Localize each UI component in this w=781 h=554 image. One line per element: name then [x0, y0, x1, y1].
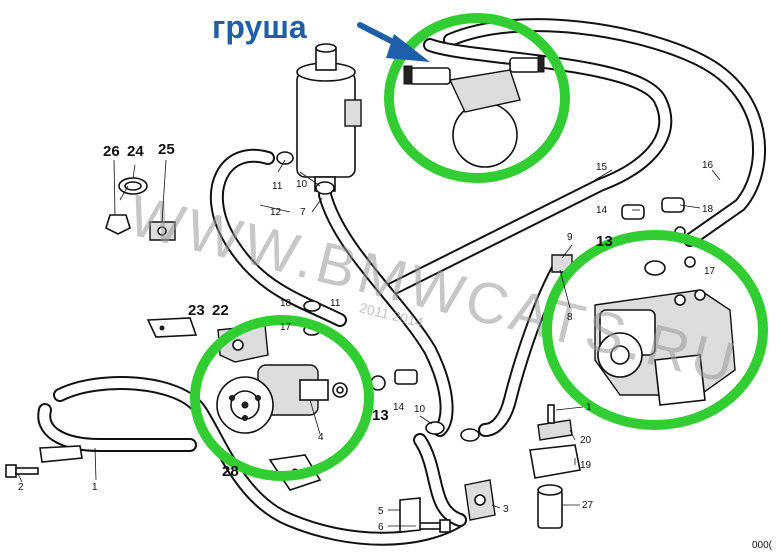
- callout-13b: 13: [372, 407, 389, 424]
- callout-15: 15: [596, 162, 608, 173]
- callout-labels: 11 10 12 7 15 16 14 18 9 13 17 8 26 24 2…: [18, 141, 716, 533]
- callout-23: 23: [188, 302, 205, 319]
- callout-22: 22: [212, 302, 229, 319]
- hose-network: [37, 18, 767, 546]
- callout-14b: 14: [393, 402, 405, 413]
- callout-10: 10: [296, 179, 308, 190]
- callout-11: 11: [272, 181, 283, 192]
- hose-clamps: [105, 177, 176, 241]
- callout-26: 26: [103, 143, 120, 160]
- hardware-fasteners: [5, 151, 581, 533]
- callout-20: 20: [580, 435, 592, 446]
- mount-bracket: [146, 317, 198, 338]
- callout-3: 3: [503, 504, 509, 515]
- callout-14: 14: [596, 205, 608, 216]
- callout-6: 6: [378, 522, 384, 533]
- callout-17: 17: [704, 266, 716, 277]
- callout-4: 4: [318, 432, 324, 443]
- power-steering-pump: [216, 364, 348, 434]
- highlight-ring-pump: [190, 315, 374, 481]
- oil-reservoir: [296, 43, 362, 192]
- callout-10b: 10: [414, 404, 426, 415]
- steering-gearbox: [594, 289, 736, 406]
- callout-12: 12: [270, 207, 282, 218]
- callout-18b: 18: [280, 298, 292, 309]
- callout-16: 16: [702, 160, 714, 171]
- callout-27: 27: [582, 500, 594, 511]
- annotation-arrow: [357, 22, 430, 62]
- callout-13: 13: [596, 233, 613, 250]
- callout-9: 9: [567, 232, 573, 243]
- highlight-ring-gearbox: [542, 230, 768, 430]
- callout-25: 25: [158, 141, 175, 158]
- callout-8: 8: [567, 312, 573, 323]
- callout-19: 19: [580, 460, 592, 471]
- leader-lines: [17, 159, 721, 527]
- pressure-accumulator: [403, 55, 545, 168]
- annotation-title: груша: [212, 9, 307, 45]
- highlight-ring-accumulator: [384, 13, 570, 183]
- callout-2: 2: [18, 482, 24, 493]
- corner-code: 000(: [752, 540, 773, 551]
- callout-17b: 17: [280, 322, 292, 333]
- callout-28: 28: [222, 463, 239, 480]
- callout-24: 24: [127, 143, 144, 160]
- callout-1: 1: [92, 482, 98, 493]
- callout-5: 5: [378, 506, 384, 517]
- banjo-fittings: [551, 197, 696, 276]
- callout-18: 18: [702, 204, 714, 215]
- callout-11b: 11: [330, 298, 341, 309]
- callout-1b: 1: [586, 402, 592, 413]
- callout-7: 7: [300, 207, 306, 218]
